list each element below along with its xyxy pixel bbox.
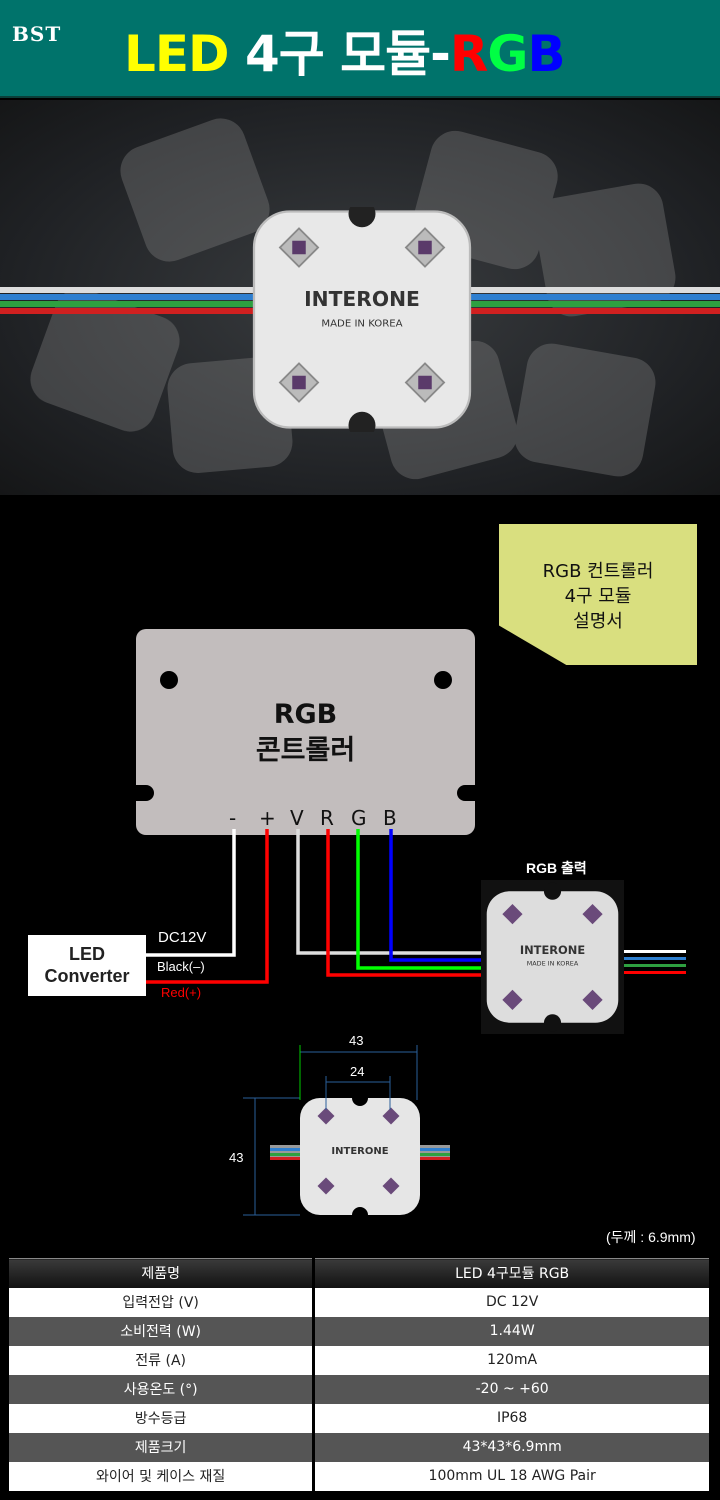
header-banner: BST LED 4구 모듈-RGB <box>0 0 720 98</box>
module-brand: INTERONE <box>304 287 420 311</box>
pin-r: R <box>320 806 334 830</box>
pin-g: G <box>351 806 367 830</box>
note-line: RGB 컨트롤러 <box>542 561 654 582</box>
spec-value: -20 ~ +60 <box>313 1374 712 1404</box>
spec-label: 제품크기 <box>9 1432 316 1462</box>
mount-hole <box>434 671 452 689</box>
thickness-label: (두께 : 6.9mm) <box>606 1229 696 1245</box>
spec-value: 43*43*6.9mm <box>313 1432 712 1462</box>
spec-row: 소비전력 (W)1.44W <box>9 1316 712 1346</box>
title-part: G <box>487 25 528 83</box>
module-made-in: MADE IN KOREA <box>527 960 579 968</box>
module-brand: INTERONE <box>331 1146 388 1157</box>
title-part: B <box>527 25 565 83</box>
spec-row: 입력전압 (V)DC 12V <box>9 1287 712 1317</box>
title-part: R <box>449 25 489 83</box>
module-brand: INTERONE <box>520 943 585 957</box>
spec-row: 전류 (A)120mA <box>9 1345 712 1375</box>
instruction-note: RGB 컨트롤러 4구 모듈 설명서 <box>499 524 697 665</box>
page-title: LED 4구 모듈-RGB <box>124 14 566 86</box>
controller-label: 콘트롤러 <box>255 735 356 766</box>
title-part: 4구 모듈- <box>244 25 451 83</box>
converter-label: Converter <box>44 966 130 986</box>
led-module-large: INTERONE MADE IN KOREA <box>252 207 472 432</box>
spec-value: 1.44W <box>313 1316 712 1346</box>
rgb-output-label: RGB 출력 <box>526 860 587 876</box>
pin-plus: + <box>259 806 276 830</box>
led-module-output: INTERONE MADE IN KOREA <box>481 880 624 1034</box>
black-wire-label: Black(–) <box>157 959 205 974</box>
dc12v-label: DC12V <box>158 929 207 946</box>
inner-width-label: 24 <box>350 1064 365 1079</box>
spec-label: 소비전력 (W) <box>9 1316 316 1346</box>
spec-label: 제품명 <box>9 1258 316 1288</box>
spec-value: DC 12V <box>313 1287 712 1317</box>
spec-label: 방수등급 <box>9 1403 316 1433</box>
pin-minus: - <box>229 806 237 830</box>
note-line: 4구 모듈 <box>564 586 632 607</box>
converter-label: LED <box>69 944 105 964</box>
note-line: 설명서 <box>573 611 623 632</box>
spec-label: 와이어 및 케이스 재질 <box>9 1461 316 1491</box>
mount-notch <box>118 785 154 801</box>
spec-row: 사용온도 (°)-20 ~ +60 <box>9 1374 712 1404</box>
dimension-drawing: INTERONE <box>243 1045 450 1220</box>
led-converter: LED Converter <box>28 935 146 996</box>
rgb-controller: RGB 콘트롤러 <box>118 629 493 835</box>
spec-label: 사용온도 (°) <box>9 1374 316 1404</box>
height-label: 43 <box>229 1150 244 1165</box>
spec-value: IP68 <box>313 1403 712 1433</box>
spec-label: 전류 (A) <box>9 1345 316 1375</box>
brand-logo: BST <box>12 22 62 46</box>
mount-hole <box>160 671 178 689</box>
module-made-in: MADE IN KOREA <box>321 318 402 329</box>
spec-value: LED 4구모듈 RGB <box>313 1258 712 1288</box>
red-wire-label: Red(+) <box>161 985 202 1000</box>
controller-label: RGB <box>273 699 338 730</box>
title-part: LED <box>124 25 245 83</box>
mount-notch <box>457 785 493 801</box>
spec-value: 120mA <box>313 1345 712 1375</box>
spec-value: 100mm UL 18 AWG Pair <box>313 1461 712 1491</box>
pin-b: B <box>383 806 397 830</box>
outer-width-label: 43 <box>349 1033 364 1048</box>
pin-v: V <box>290 806 304 830</box>
spec-label: 입력전압 (V) <box>9 1287 316 1317</box>
